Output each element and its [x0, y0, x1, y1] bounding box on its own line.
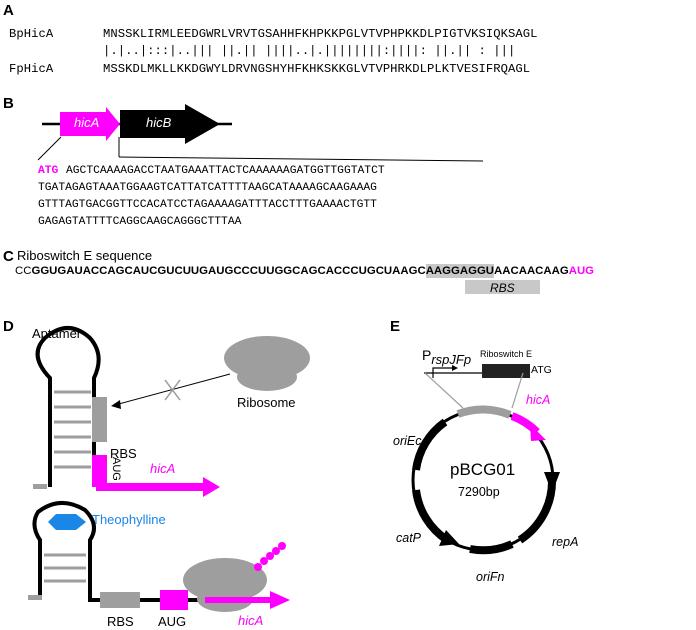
- plasmid-size: 7290bp: [458, 485, 500, 499]
- alignment-seq-2: MSSKDLMKLLKKDGWYLDRVNGSHYHFKHKSKKGLVTVPH…: [103, 62, 531, 76]
- insert-zoom-right: [511, 372, 524, 409]
- aptamer-label: Aptamer: [32, 326, 82, 341]
- rbs-highlight-box: [465, 280, 540, 294]
- bound-base-pairs: [44, 553, 86, 583]
- promoter-label: PrspJFp: [422, 347, 471, 367]
- alignment-name-2: FpHicA: [9, 62, 54, 76]
- riboswitch-rbs: AAGGAGGU: [425, 264, 495, 278]
- aug-block-free: [160, 590, 188, 610]
- peptide-chain: [254, 542, 286, 571]
- bound-tail: [28, 595, 42, 600]
- oriec-label: oriEc: [393, 434, 422, 448]
- rbs-label-d2: RBS: [107, 614, 134, 629]
- riboswitch-box: [482, 364, 530, 378]
- promoter-arrow-head: [452, 365, 458, 371]
- hicb-gene-arrow: [120, 104, 220, 144]
- promoter-sub: rspJFp: [431, 352, 472, 367]
- ribosome-label: Ribosome: [237, 395, 296, 410]
- hica-segment-head: [530, 424, 546, 441]
- panel-label-b: B: [3, 95, 14, 112]
- aptamer-tail: [33, 484, 47, 489]
- orifn-segment: [469, 540, 514, 555]
- hica-arrow-off: [96, 477, 220, 497]
- hica-gene-label: hicA: [74, 115, 100, 130]
- catp-label: catP: [396, 531, 422, 545]
- riboswitch-prefix: CC: [15, 265, 32, 277]
- repa-label: repA: [552, 535, 579, 549]
- hica-label-d2: hicA: [238, 613, 264, 628]
- catp-segment-head: [439, 530, 459, 546]
- rbs-label-d: RBS: [110, 446, 137, 461]
- hica-arrow-on: [205, 591, 290, 609]
- rbs-label-c: RBS: [490, 281, 515, 295]
- binding-arrow-head: [111, 400, 121, 409]
- insert-zoom-left: [424, 372, 464, 409]
- rbs-block-blocked: [92, 397, 107, 442]
- aug-label-d2: AUG: [158, 614, 187, 629]
- orifn-label: oriFn: [476, 570, 505, 584]
- riboswitch-e-label: Riboswitch E: [480, 349, 533, 359]
- hica-label-e: hicA: [526, 393, 551, 407]
- panel-label-c: C: [3, 248, 14, 265]
- aptamer-base-pairs: [54, 390, 91, 469]
- riboswitch-title: Riboswitch E sequence: [17, 248, 153, 263]
- alignment-name-1: BpHicA: [9, 27, 54, 41]
- panel-label-e: E: [390, 318, 401, 335]
- alignment-seq-1: MNSSKLIRMLEEDGWRLVRVTGSAHHFKHPKKPGLVTVPH…: [103, 27, 538, 41]
- hicb-gene-label: hicB: [146, 115, 172, 130]
- zoom-line-left: [37, 136, 62, 161]
- start-codon-atg: ATG: [38, 165, 59, 177]
- oriec-segment: [412, 418, 448, 471]
- theophylline-molecule: [48, 514, 86, 530]
- riboswitch-after-rbs: AACAACAAG: [494, 265, 569, 277]
- theophylline-label: Theophylline: [92, 512, 166, 527]
- promoter-arrow: [432, 367, 452, 378]
- plasmid-name: pBCG01: [450, 460, 516, 479]
- alignment-match-line: |.|..|:::|..||| ||.|| ||||..|.||||||||:|…: [103, 44, 516, 58]
- riboswitch-sequence: CCGGUGAUACCAGCAUCGUCUUGAUGCCCUUGGCAGCACC…: [15, 264, 595, 278]
- rbs-block-free: [100, 592, 140, 608]
- block-x-2: [164, 379, 181, 401]
- ribosome-small-subunit: [237, 363, 297, 391]
- bound-hairpin: [32, 501, 100, 602]
- promoter-segment: [456, 405, 512, 419]
- operon-seq-line-2: TGATAGAGTAAATGGAAGTCATTATCATTTTAAGCATAAA…: [38, 182, 377, 194]
- operon-seq-line-4: GAGAGTATTTTCAGGCAAGCAGGGCTTTAA: [38, 216, 242, 228]
- hica-gene-arrow: [60, 107, 120, 141]
- catp-segment: [412, 489, 450, 544]
- operon-seq-line-3: GTTTAGTGACGGTTCCACATCCTAGAAAAGATTTACCTTT…: [38, 199, 377, 211]
- riboswitch-bold: GGUGAUACCAGCAUCGUCUUGAUGCCCUUGGCAGCACCCU…: [31, 265, 426, 277]
- atg-label-e: ATG: [531, 364, 552, 376]
- promoter-main: P: [422, 347, 432, 363]
- panel-label-a: A: [3, 2, 14, 19]
- repa-segment: [517, 479, 557, 544]
- aug-block-blocked: [92, 455, 107, 487]
- riboswitch-start-codon: AUG: [568, 265, 595, 277]
- zoom-line-right: [118, 156, 484, 162]
- hica-label-d: hicA: [150, 461, 176, 476]
- repa-segment-head: [544, 472, 560, 493]
- panel-label-d: D: [3, 318, 14, 335]
- aptamer-hairpin-top: [35, 326, 101, 480]
- operon-seq-line-1: AGCTCAAAAGACCTAATGAAATTACTCAAAAAAGATGGTT…: [66, 165, 385, 177]
